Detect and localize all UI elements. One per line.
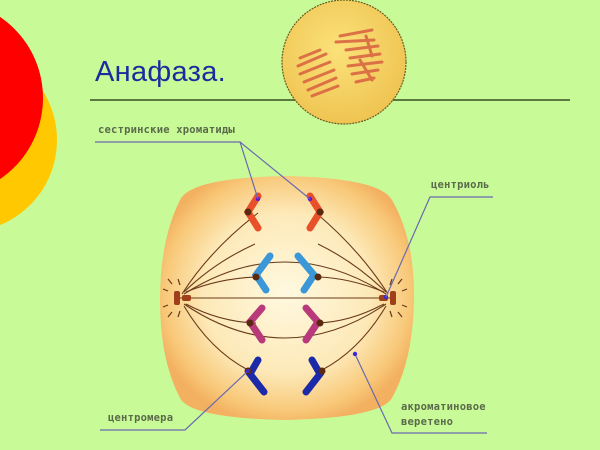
spindle-marker (352, 351, 358, 357)
red-circle-decor (0, 16, 43, 180)
centromeres (244, 208, 326, 375)
label-spindle-line2: веретено (401, 416, 454, 428)
leader-lines (95, 141, 493, 434)
leader-centriole (385, 196, 493, 298)
chromosome-pair-navy (245, 356, 325, 396)
label-centriole: центриоль (431, 179, 490, 191)
slide-title: Анафаза. (95, 56, 227, 88)
label-centromere: центромера (108, 412, 174, 424)
label-spindle: акроматиновое веретено (401, 400, 486, 430)
centromere-marker (246, 369, 250, 373)
label-sister-chromatids: сестринские хроматиды (98, 124, 235, 136)
leader-centromere (100, 370, 249, 431)
label-spindle-line1: акроматиновое (401, 401, 486, 413)
leader-sister-chromatids-right (239, 141, 311, 200)
anaphase-micrograph (281, 0, 407, 125)
centriole-left (162, 278, 191, 318)
spindle-fibers (180, 212, 390, 371)
decorative-circles (0, 16, 57, 226)
leader-spindle (354, 353, 487, 434)
